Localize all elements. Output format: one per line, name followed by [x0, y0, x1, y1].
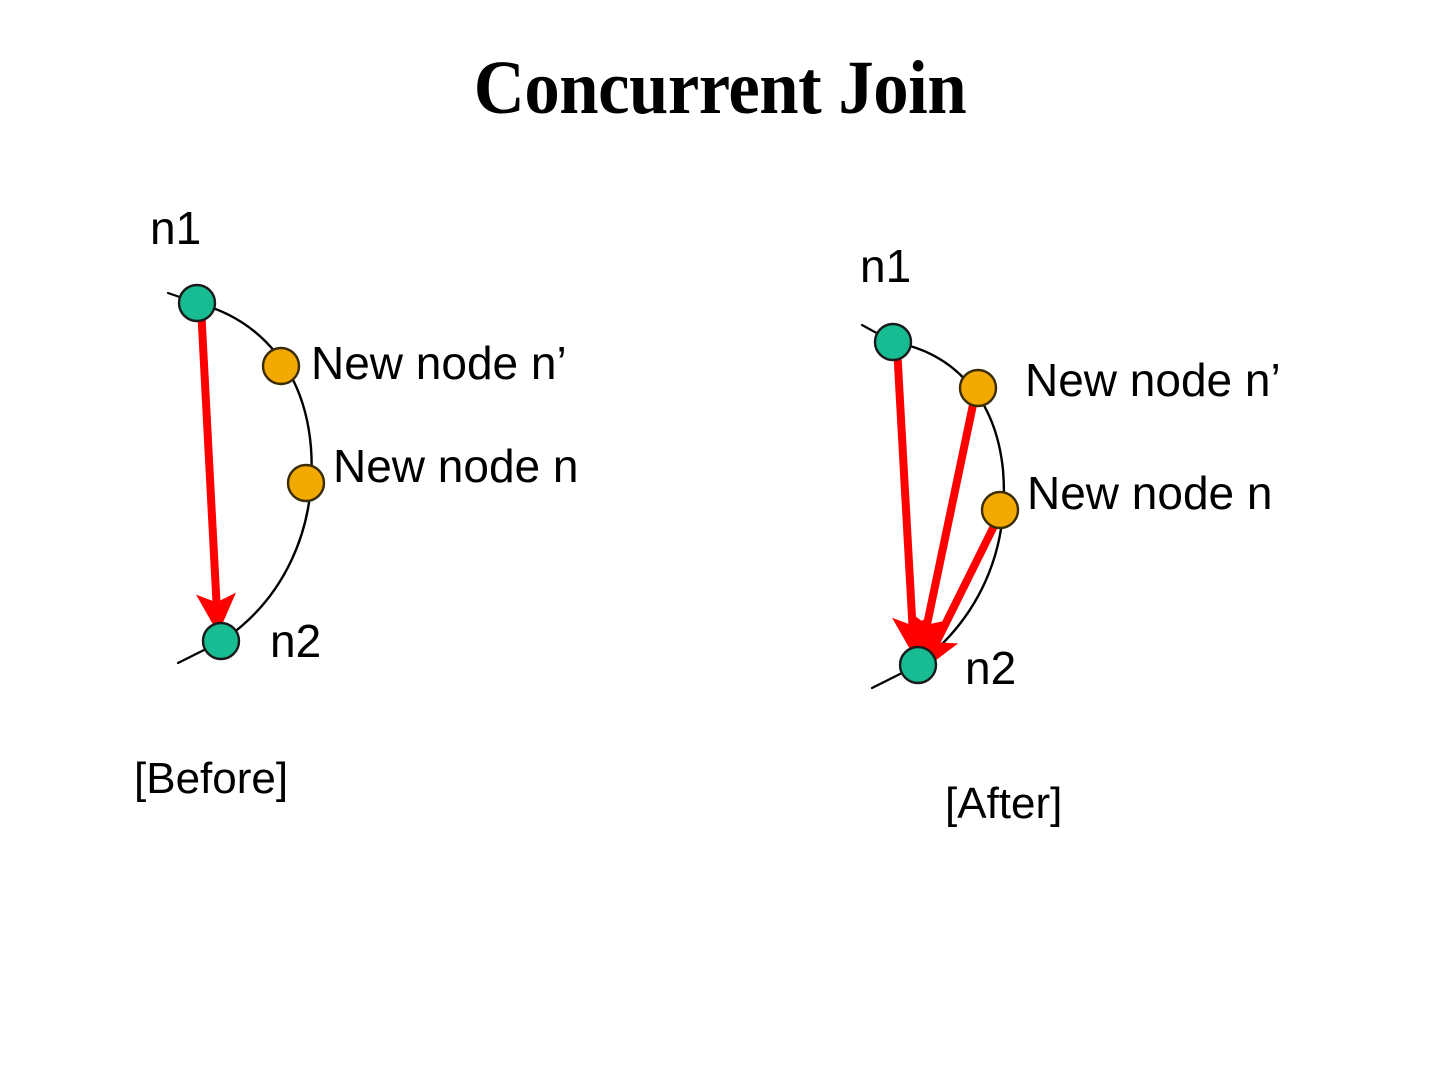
node-n2-after[interactable]: [898, 645, 938, 685]
node-label-n-after: New node n: [1027, 467, 1273, 519]
node-n-before[interactable]: [286, 463, 326, 503]
node-label-n1-after: n1: [860, 240, 912, 292]
node-n2-before[interactable]: [201, 621, 241, 661]
node-nprime-before[interactable]: [261, 346, 301, 386]
node-nprime-after[interactable]: [958, 368, 998, 408]
pointer-n-to-n2-after: [922, 520, 1000, 671]
page-title: Concurrent Join: [473, 46, 967, 130]
node-n1-after[interactable]: [873, 322, 913, 362]
node-n-after[interactable]: [980, 490, 1020, 530]
ring-arc-path-after: [891, 340, 1006, 667]
pointer-nprime-to-n2-after: [909, 399, 978, 656]
node-label-n2-after: n2: [965, 642, 1017, 694]
pointer-n1-to-n2-after: [892, 346, 932, 657]
before-ring-diagram: [166, 283, 326, 665]
node-label-nprime-before: New node n’: [311, 337, 567, 389]
figure-caption-before: [Before]: [134, 754, 289, 803]
figure-before: n1 New node n’ New node n n2 [Before]: [0, 0, 700, 1080]
ring-arc-path-before: [195, 301, 313, 643]
figure-caption-after: [After]: [945, 779, 1063, 828]
after-ring-diagram: [860, 322, 1020, 690]
node-n1-before[interactable]: [177, 283, 217, 323]
figure-after: n1 New node n’ New node n n2 [After]: [700, 0, 1440, 1080]
node-label-n2-before: n2: [270, 615, 322, 667]
node-label-nprime-after: New node n’: [1025, 354, 1281, 406]
node-label-n-before: New node n: [333, 440, 579, 492]
node-label-n1-before: n1: [150, 202, 202, 254]
pointer-n1-to-n2-before: [196, 306, 237, 634]
